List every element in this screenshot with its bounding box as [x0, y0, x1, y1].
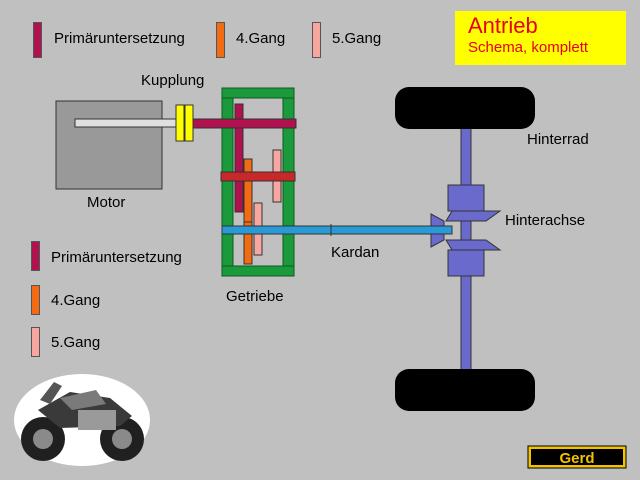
legend-left-swatch-primary: [31, 241, 40, 271]
clutch-plate-1: [175, 104, 185, 142]
primary-shaft: [192, 118, 297, 129]
motor-block: [55, 100, 163, 190]
svg-text:Gerd: Gerd: [559, 450, 594, 467]
legend-left-label-gear4: 4.Gang: [51, 292, 101, 309]
gearbox-frame-left: [221, 87, 234, 277]
label-kardan: Kardan: [331, 244, 380, 261]
gearbox-frame-right: [282, 87, 295, 277]
label-hinterrad: Hinterrad: [527, 131, 589, 148]
motorcycle-image: [14, 374, 150, 466]
legend-top-label-gear4: 4.Gang: [236, 30, 286, 47]
rear-hub-lower: [447, 249, 485, 277]
gearbox-frame-bottom: [221, 265, 295, 277]
legend-left-label-primary: Primäruntersetzung: [51, 249, 182, 266]
input-shaft: [74, 118, 186, 128]
crown-gear-lower: [445, 239, 502, 251]
legend-top-swatch-gear5: [312, 22, 321, 58]
legend-top-swatch-gear4: [216, 22, 225, 58]
legend-top-label-gear5: 5.Gang: [332, 30, 382, 47]
slide-title: Antrieb: [468, 13, 538, 38]
rear-tire-top: [395, 87, 535, 129]
primary-gear: [234, 103, 244, 213]
gearbox-frame-top: [221, 87, 295, 99]
legend-top-label-primary: Primäruntersetzung: [54, 30, 185, 47]
kardan-shaft: [221, 225, 453, 235]
gerd-logo: Gerd: [527, 445, 627, 469]
slide-subtitle: Schema, komplett: [468, 39, 589, 56]
label-getriebe: Getriebe: [226, 288, 284, 305]
legend-top-swatch-primary: [33, 22, 42, 58]
label-kupplung: Kupplung: [141, 72, 205, 89]
title-box: Antrieb Schema, komplett: [455, 11, 626, 65]
rear-tire-bottom: [395, 369, 535, 411]
rear-hub-upper: [447, 184, 485, 212]
clutch-plate-2: [184, 104, 194, 142]
legend-left-label-gear5: 5.Gang: [51, 334, 101, 351]
legend-left-swatch-gear4: [31, 285, 40, 315]
label-hinterachse: Hinterachse: [505, 212, 586, 229]
label-motor: Motor: [87, 194, 126, 211]
countershaft: [220, 171, 296, 182]
gear4-upper: [243, 158, 253, 223]
legend-left-swatch-gear5: [31, 327, 40, 357]
gear4-lower: [243, 221, 253, 265]
crown-gear-upper: [445, 210, 502, 222]
